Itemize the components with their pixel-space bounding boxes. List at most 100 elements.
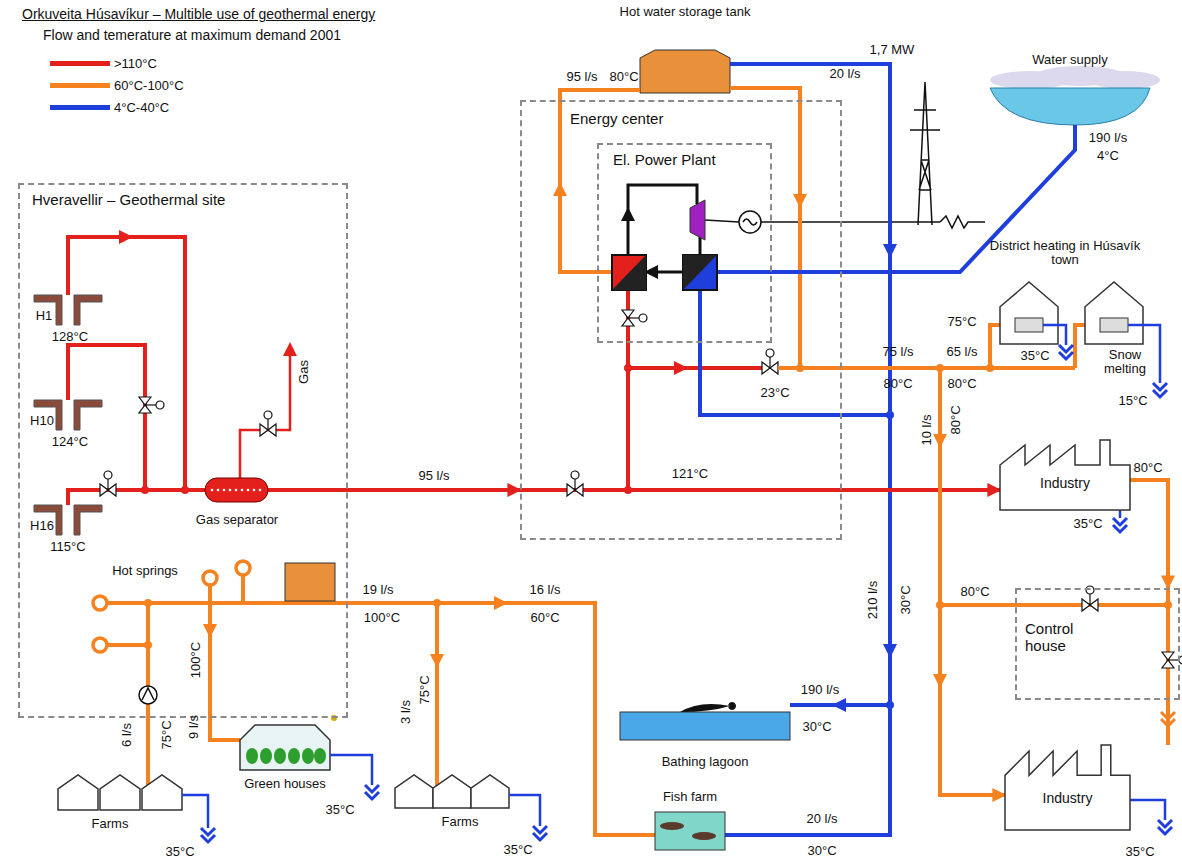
pipe-connector xyxy=(348,488,520,492)
industry-building: Industry xyxy=(1000,440,1130,510)
pipe xyxy=(268,488,348,492)
house-icon xyxy=(1085,282,1143,344)
flow-label: Fish farm xyxy=(663,790,717,804)
separator-dot xyxy=(229,489,232,492)
drain-symbol xyxy=(201,828,215,842)
flow-label: 65 l/s xyxy=(946,345,977,359)
flow-label: 6 l/s xyxy=(120,723,134,747)
house-icon xyxy=(433,775,471,808)
flow-label: 3 l/s xyxy=(399,700,413,724)
swimmer xyxy=(680,702,736,712)
pipe xyxy=(1119,510,1122,518)
flow-label: 10 l/s xyxy=(920,414,934,445)
flow-label: Hot water storage tank xyxy=(620,5,751,19)
legend-swatch xyxy=(50,83,110,88)
fish xyxy=(660,822,684,830)
pipe xyxy=(1043,325,1066,345)
pipe xyxy=(182,795,208,828)
house-icon xyxy=(395,775,433,808)
storage-tank xyxy=(640,50,730,93)
flow-label: 190 l/s xyxy=(1089,131,1127,145)
node-heading: Control house xyxy=(1025,620,1105,654)
flow-label: Farms xyxy=(92,817,129,831)
plant xyxy=(288,748,300,764)
flow-label: 30°C xyxy=(807,844,836,858)
junction-dot xyxy=(624,486,632,494)
plant xyxy=(260,748,272,764)
separator-dot xyxy=(247,489,250,492)
drain-symbol xyxy=(1153,383,1167,397)
flow-label: 115°C xyxy=(50,540,85,554)
pipe-connector xyxy=(1130,480,1168,588)
drain-symbol xyxy=(1059,345,1073,359)
lake xyxy=(990,88,1150,125)
flow-label: H16 xyxy=(30,519,54,533)
plant xyxy=(302,748,314,764)
pipe xyxy=(509,795,540,826)
resistor-symbol xyxy=(940,216,985,228)
flow-label: 95 l/s xyxy=(418,469,449,483)
flow-label: 60°C xyxy=(530,611,559,625)
flow-label: Bathing lagoon xyxy=(662,755,749,769)
flow-label: 75°C xyxy=(947,315,976,329)
drain-symbol xyxy=(1113,518,1127,532)
flow-label: H1 xyxy=(36,309,53,323)
working-fluid-loop xyxy=(699,236,702,255)
heat-exchanger-split xyxy=(612,255,646,290)
heat-exchanger xyxy=(612,255,646,290)
legend-text: 4°C-40°C xyxy=(114,100,169,115)
flow-label: 80°C xyxy=(960,585,989,599)
bathing-lagoon xyxy=(620,712,790,740)
building-outline xyxy=(1000,440,1130,510)
drain-symbol xyxy=(1161,712,1175,726)
legend: >110°C60°C-100°C4°C-40°C xyxy=(50,52,184,118)
flow-label: 80°C xyxy=(947,377,976,391)
flow-label: Hot springs xyxy=(112,564,178,578)
bee xyxy=(331,715,337,721)
pylon xyxy=(910,82,940,225)
separator-dot xyxy=(211,489,214,492)
drain-symbol xyxy=(365,785,379,799)
flow-label: 19 l/s xyxy=(362,583,393,597)
generator-symbol xyxy=(739,211,761,233)
hot-spring xyxy=(203,571,217,585)
fish xyxy=(692,832,716,840)
greenhouse xyxy=(240,725,330,770)
flow-label: 30°C xyxy=(899,585,913,614)
valve-symbol xyxy=(100,471,116,496)
flow-label: 35°C xyxy=(165,845,194,859)
junction-dot xyxy=(796,364,804,372)
flow-label: 95 l/s xyxy=(566,70,597,84)
radiator xyxy=(1015,318,1043,332)
flow-label: Gas separator xyxy=(196,513,278,527)
hot-spring xyxy=(93,638,107,652)
flow-label: 100°C xyxy=(364,611,400,625)
separator-dot xyxy=(235,489,238,492)
pump-symbol xyxy=(139,686,157,704)
flow-label: 35°C xyxy=(1125,845,1154,859)
flow-label: 35°C xyxy=(1020,349,1049,363)
flow-label: District heating in Húsavík town xyxy=(985,239,1145,268)
flow-label: 35°C xyxy=(1073,517,1102,531)
flow-arrow xyxy=(203,624,217,638)
gas-separator xyxy=(205,478,268,502)
separator-dot xyxy=(259,489,262,492)
pipe xyxy=(435,603,439,786)
legend-swatch xyxy=(50,105,110,110)
house-icon xyxy=(142,775,182,810)
flow-label: 210 l/s xyxy=(866,581,880,619)
valve-symbol xyxy=(762,349,778,374)
flow-arrow xyxy=(793,194,807,208)
gas-line xyxy=(240,350,290,478)
flow-label: 80°C xyxy=(883,377,912,391)
flow-label: 128°C xyxy=(52,330,88,344)
pipe xyxy=(700,290,890,415)
pipe xyxy=(940,603,1168,607)
subtitle: Flow and temerature at maximum demand 20… xyxy=(43,28,341,43)
node-heading: El. Power Plant xyxy=(613,151,716,168)
flow-arrow xyxy=(553,182,567,196)
valve-symbol xyxy=(567,471,583,496)
flow-label: 100°C xyxy=(189,642,203,678)
working-fluid-loop xyxy=(628,185,697,255)
